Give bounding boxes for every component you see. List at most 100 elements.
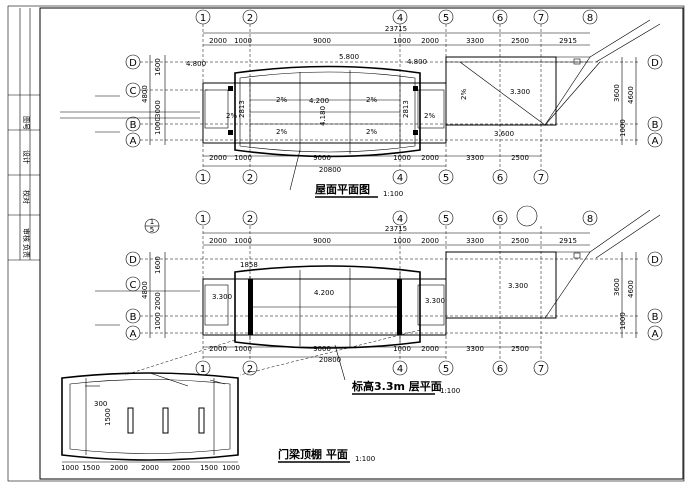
dim-top: 2915 — [559, 37, 577, 45]
axis-bubble-left: A — [130, 136, 137, 147]
dim-left: 1000 — [154, 117, 162, 135]
dim-top: 1000 — [393, 37, 411, 45]
axis-bubble-left: B — [130, 120, 137, 131]
axis-bubble-right: D — [651, 255, 659, 266]
dim-bottom: 9000 — [313, 345, 331, 353]
dim-bottom: 2000 — [209, 154, 227, 162]
elevation-label: 3.300 — [425, 297, 445, 305]
opening-width: 300 — [94, 400, 107, 408]
axis-bubble-right: B — [652, 120, 659, 131]
dim-top: 2500 — [511, 237, 529, 245]
dim-bottom: 1000 — [222, 464, 240, 472]
title-block: 图号 设计 校对 审核 负责 — [8, 8, 40, 261]
slope-label: 2% — [226, 112, 237, 120]
elevation-label: 3.300 — [508, 282, 528, 290]
elevation-label: 4.800 — [186, 60, 206, 68]
axis-bubble-right: D — [651, 58, 659, 69]
dim-left: 1600 — [154, 58, 162, 76]
dim-top: 1000 — [234, 37, 252, 45]
axis-bubble-bottom: 1 — [200, 364, 206, 375]
elevation-label: 4.800 — [407, 58, 427, 66]
axis-bubble-top: 7 — [538, 13, 544, 24]
axis-bubble-left: D — [129, 58, 137, 69]
overall-dim-bottom: 20800 — [319, 356, 341, 364]
dim-bottom: 1000 — [234, 154, 252, 162]
axis-bubble-left: D — [129, 255, 137, 266]
dim-bottom: 9000 — [313, 154, 331, 162]
axis-bubble-bottom: 4 — [397, 173, 403, 184]
dim-right: 4600 — [627, 86, 635, 104]
dim-top: 2000 — [209, 237, 227, 245]
plan-title: 屋面平面图 — [315, 183, 370, 196]
dim-top: 2000 — [421, 37, 439, 45]
axis-bubble-top: 1 — [200, 13, 206, 24]
dim-right: 3600 — [613, 278, 621, 296]
axis-bubble-top: 5 — [443, 214, 449, 225]
dim-right: 3600 — [613, 84, 621, 102]
dim-bottom: 2000 — [172, 464, 190, 472]
dim-top: 2915 — [559, 237, 577, 245]
dim-right: 1000 — [619, 312, 627, 330]
overall-dim-bottom: 20800 — [319, 166, 341, 174]
door-beam-detail: 300 1500 1000 1500 2000 2000 2000 1500 1… — [61, 372, 375, 472]
dim-top: 2000 — [421, 237, 439, 245]
level-plan: 1 5 1 2 4 5 6 8 23715 2000 1000 9000 100… — [95, 205, 663, 395]
titleblock-label-5: 负责 — [22, 244, 31, 258]
overall-dim-top: 23715 — [385, 25, 407, 33]
titleblock-label-1: 图号 — [22, 116, 30, 130]
dim-bottom: 2000 — [421, 154, 439, 162]
slope-label: 2% — [424, 112, 435, 120]
axis-bubble-top: 8 — [587, 13, 593, 24]
roof-plan: 1 2 4 5 6 7 8 23715 2000 1000 9000 1000 … — [60, 9, 663, 198]
dim-top: 9000 — [313, 37, 331, 45]
sheet-border — [7, 5, 685, 482]
dim-bottom: 2500 — [511, 154, 529, 162]
dim-top: 1000 — [393, 237, 411, 245]
dim-top: 1000 — [234, 237, 252, 245]
axis-bubble-bottom: 2 — [247, 364, 253, 375]
dim-bottom: 2500 — [511, 345, 529, 353]
elevation-label: 5.800 — [339, 53, 359, 61]
axis-bubble-top: 1 — [200, 214, 206, 225]
detail-scale: 1:100 — [355, 455, 375, 463]
axis-bubble-top: 2 — [247, 13, 253, 24]
dim-bottom: 1000 — [61, 464, 79, 472]
axis-bubble-left: C — [130, 280, 137, 291]
axis-bubble-bottom: 6 — [497, 173, 503, 184]
titleblock-label-2: 设计 — [22, 150, 31, 164]
axis-bubble-left: C — [130, 86, 137, 97]
titleblock-label-4: 审核 — [22, 228, 31, 242]
axis-bubble-top: 6 — [497, 13, 503, 24]
axis-bubble-right: A — [652, 329, 659, 340]
dim-top: 2000 — [209, 37, 227, 45]
dim-bottom: 1500 — [82, 464, 100, 472]
axis-bubble-bottom: 5 — [443, 173, 449, 184]
axis-bubble-bottom: 6 — [497, 364, 503, 375]
dim-right: 1000 — [619, 119, 627, 137]
section-mark: 1858 — [240, 261, 258, 269]
axis-bubble-bottom: 5 — [443, 364, 449, 375]
dim-left: 4800 — [141, 85, 149, 103]
dim-bottom: 3300 — [466, 345, 484, 353]
axis-bubble-bottom: 2 — [247, 173, 253, 184]
dim-bottom: 1000 — [393, 345, 411, 353]
slope-label: 2% — [366, 96, 377, 104]
axis-bubble-bottom: 7 — [538, 364, 544, 375]
slope-label: 2% — [276, 96, 287, 104]
axis-bubble-right: A — [652, 136, 659, 147]
callout-sheet: 5 — [150, 226, 154, 234]
dim-bottom: 3300 — [466, 154, 484, 162]
plan-scale: 1:100 — [383, 190, 403, 198]
vertical-note: 2813 — [402, 100, 410, 118]
callout-number: 1 — [150, 218, 154, 226]
elevation-label: 3.600 — [494, 130, 514, 138]
axis-bubble-top: 6 — [497, 214, 503, 225]
dim-top: 2500 — [511, 37, 529, 45]
dim-bottom: 2000 — [209, 345, 227, 353]
drawing-frame — [39, 7, 684, 480]
axis-bubble-left: B — [130, 312, 137, 323]
axis-bubble-bottom: 4 — [397, 364, 403, 375]
dim-bottom: 1500 — [200, 464, 218, 472]
vertical-note: 4.180 — [319, 106, 327, 126]
